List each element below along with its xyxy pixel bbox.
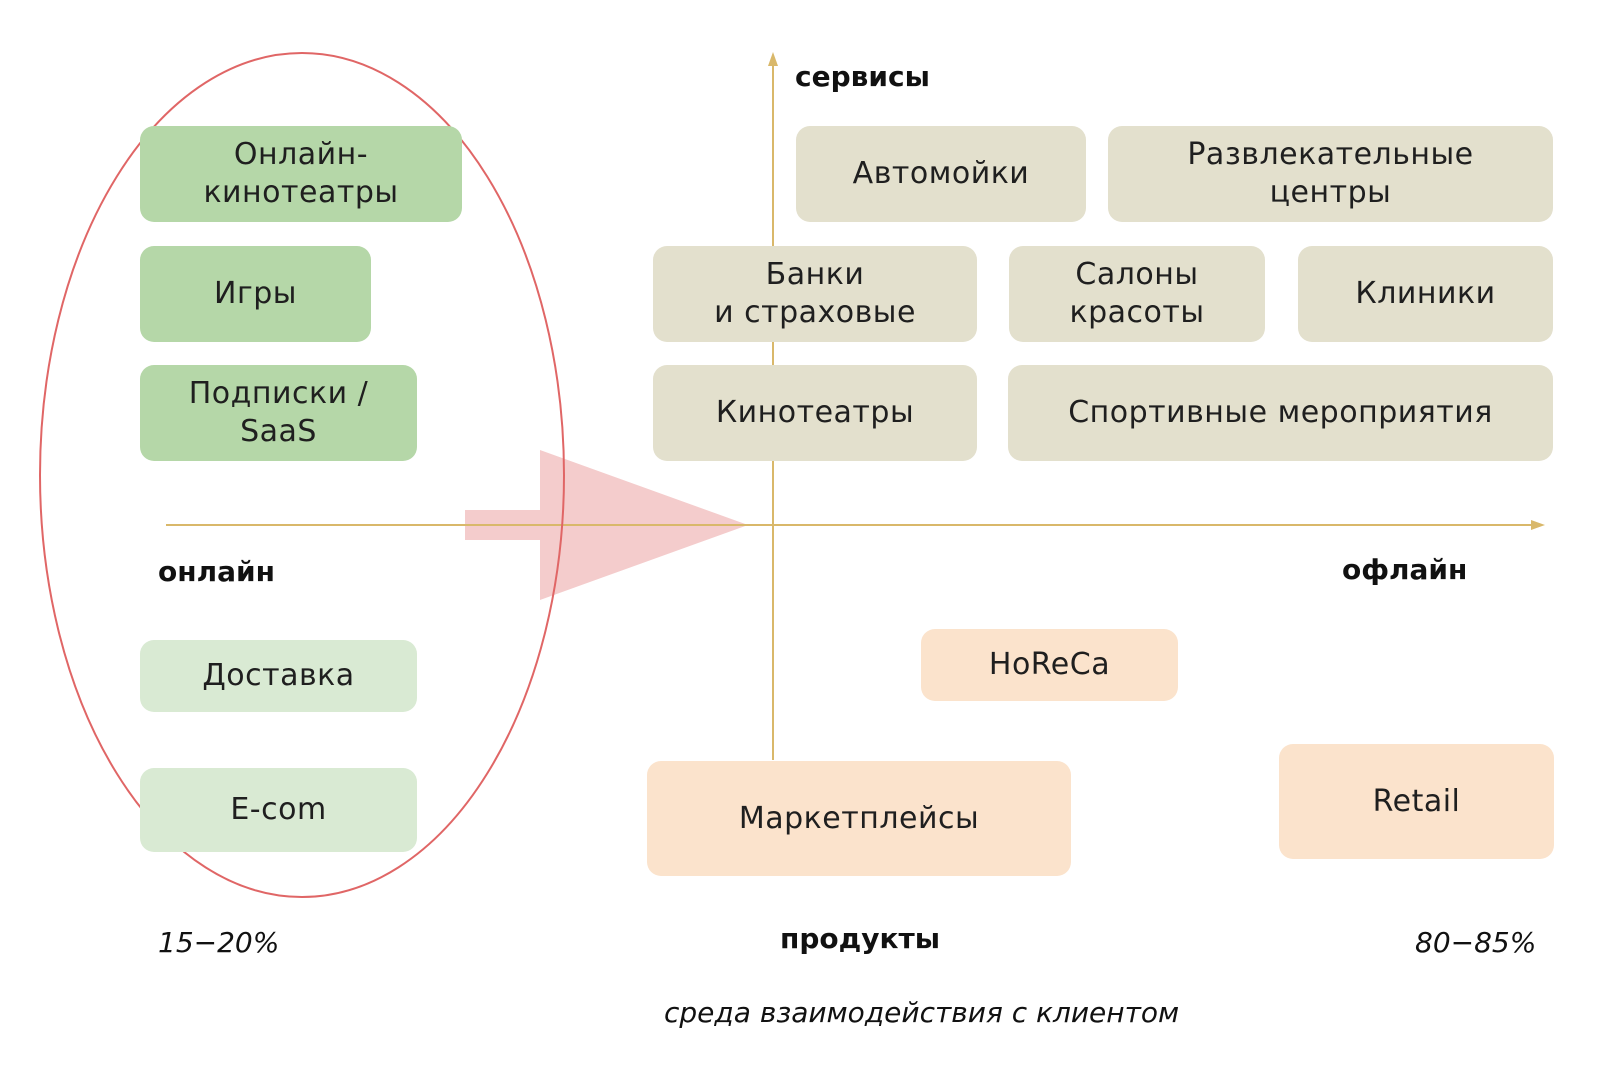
box-banks-insurance: Банки и страховые xyxy=(653,246,977,342)
box-sport-events: Спортивные мероприятия xyxy=(1008,365,1553,461)
box-horeca: HoReCa xyxy=(921,629,1178,701)
box-beauty-salons: Салоны красоты xyxy=(1009,246,1265,342)
axis-label-services: сервисы xyxy=(795,60,930,93)
axis-label-offline: офлайн xyxy=(1342,553,1468,586)
axis-label-products: продукты xyxy=(780,922,941,955)
box-cinemas: Кинотеатры xyxy=(653,365,977,461)
box-entertainment-centers: Развлекательные центры xyxy=(1108,126,1553,222)
horizontal-axis-arrowhead xyxy=(1531,520,1545,530)
caption: среда взаимодействия с клиентом xyxy=(664,996,1180,1029)
box-marketplaces: Маркетплейсы xyxy=(647,761,1071,876)
percent-online: 15−20% xyxy=(158,926,280,959)
box-subscriptions-saas: Подписки / SaaS xyxy=(140,365,417,461)
box-car-washes: Автомойки xyxy=(796,126,1086,222)
box-clinics: Клиники xyxy=(1298,246,1553,342)
axis-label-online: онлайн xyxy=(158,555,275,588)
box-delivery: Доставка xyxy=(140,640,417,712)
percent-offline: 80−85% xyxy=(1415,926,1537,959)
vertical-axis-arrowhead xyxy=(768,52,778,66)
online-ellipse xyxy=(39,52,565,898)
box-retail: Retail xyxy=(1279,744,1554,859)
box-ecom: E-com xyxy=(140,768,417,852)
box-games: Игры xyxy=(140,246,371,342)
box-online-cinemas: Онлайн- кинотеатры xyxy=(140,126,462,222)
